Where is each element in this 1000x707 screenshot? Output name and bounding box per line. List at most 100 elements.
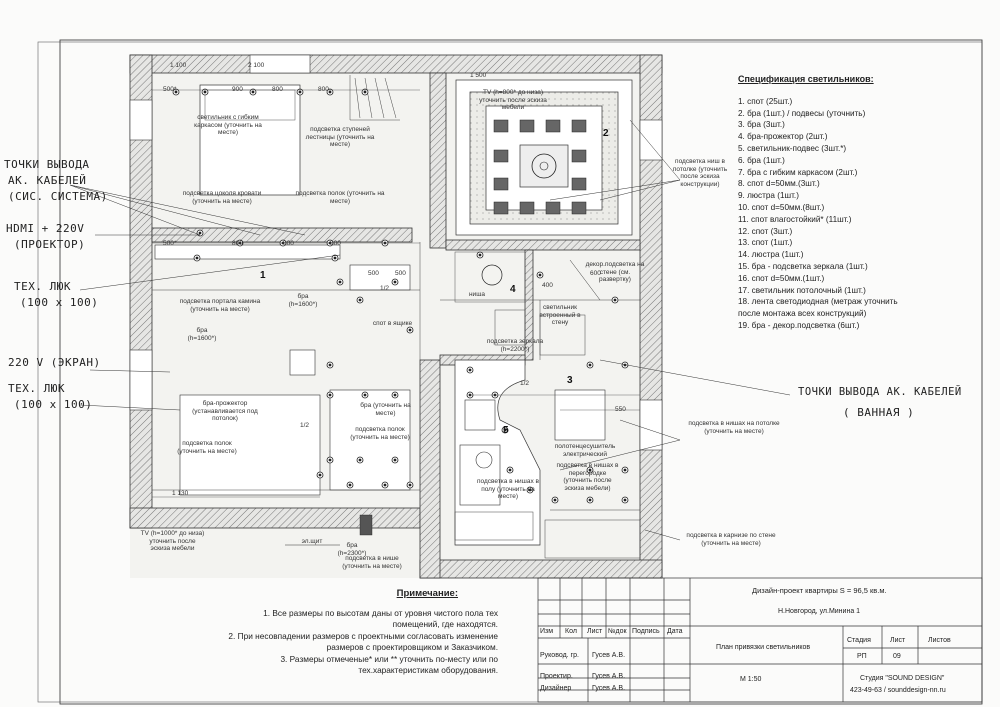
- dim-label: 800: [318, 86, 329, 93]
- spot-light-center: [508, 468, 512, 472]
- dim-label: 500: [395, 270, 406, 277]
- spot-light-center: [333, 256, 337, 260]
- tb-col: Дата: [667, 628, 683, 635]
- plan-label: ниша: [468, 291, 486, 298]
- spot-light-center: [358, 298, 362, 302]
- spot-light-center: [363, 90, 367, 94]
- handwritten-note: (СИС. СИСТЕМА): [8, 190, 108, 203]
- plan-label: бра (h=1600*): [187, 327, 217, 342]
- spot-light-center: [195, 256, 199, 260]
- note-item: 2. При несовпадении размеров с проектным…: [228, 630, 498, 653]
- spot-light-center: [588, 498, 592, 502]
- spot-light-center: [363, 393, 367, 397]
- handwritten-note: 220 V (ЭКРАН): [8, 356, 101, 369]
- spot-light-center: [348, 483, 352, 487]
- notes-title: Примечание:: [396, 588, 458, 599]
- dim-label: 800: [283, 240, 294, 247]
- plan-label: подсветка в нишах в полу (уточнить на ме…: [476, 478, 540, 500]
- handwritten-note: (100 x 100): [14, 398, 93, 411]
- spec-item: 4. бра-прожектор (2шт.): [738, 132, 828, 142]
- handwritten-note: ТЕХ. ЛЮК: [14, 280, 71, 293]
- room-number-1: 1: [260, 270, 266, 281]
- spot-light-center: [393, 393, 397, 397]
- dim-label: 550: [615, 406, 626, 413]
- tb-col: Лист: [587, 628, 603, 635]
- plan-label: подсветка цоколя кровати (уточнить на ме…: [182, 190, 262, 205]
- spec-item: 2. бра (1шт.) / подвесы (уточнить): [738, 108, 866, 118]
- tb-col: Изм: [540, 628, 554, 635]
- tb-role: Дизайнер: [540, 685, 572, 692]
- spec-item: 18. лента светодиодная (метраж уточнить …: [738, 297, 898, 319]
- dim-label: 400: [542, 282, 553, 289]
- spec-title: Спецификация светильников:: [738, 74, 874, 84]
- spot-light-center: [358, 458, 362, 462]
- dim-label: 1/2: [380, 285, 390, 292]
- spec-item: 1. спот (25шт.): [738, 96, 793, 106]
- spot-light-center: [393, 458, 397, 462]
- tb-person: Гусев А.В.: [592, 652, 626, 659]
- dim-label: 500*: [163, 240, 177, 247]
- plan-label: TV (h=800* до низа) уточнить после эскиз…: [479, 89, 547, 111]
- tb-role: Руковод. гр.: [540, 652, 579, 659]
- spec-item: 7. бра с гибким каркасом (2шт.): [738, 167, 858, 177]
- spec-item: 12. спот (3шт.): [738, 226, 793, 236]
- spot-light-center: [623, 498, 627, 502]
- tb-col: Подпись: [632, 628, 660, 635]
- spot-light-center: [588, 363, 592, 367]
- plan-label: подсветка полок (уточнить на месте): [177, 440, 237, 455]
- spec-item: 5. светильник-подвес (3шт.*): [738, 143, 847, 153]
- plan-label: подсветка в нишах в перегородке (уточнит…: [556, 462, 619, 492]
- handwritten-note: ТЕХ. ЛЮК: [8, 382, 65, 395]
- room-number-4: 4: [510, 284, 516, 295]
- spot-light-center: [393, 280, 397, 284]
- furniture: [154, 244, 411, 496]
- plan-label: подсветка полок (уточнить на месте): [350, 426, 410, 441]
- tb-role: Проектир.: [540, 673, 573, 680]
- windows: [129, 54, 663, 451]
- handwritten-note: (100 x 100): [20, 296, 99, 309]
- dimension-lines: [152, 89, 640, 498]
- spot-light-center: [383, 483, 387, 487]
- spec-item: 17. светильник потолочный (1шт.): [738, 285, 866, 295]
- spot-light-center: [613, 298, 617, 302]
- room-number-2: 2: [603, 128, 609, 139]
- dim-label: 1 100: [170, 62, 187, 69]
- dim-label: 500*: [163, 86, 177, 93]
- handwritten-note: АК. КАБЕЛЕЙ: [8, 174, 87, 187]
- tb-sheets-header: Листов: [928, 637, 951, 644]
- spot-light-center: [478, 253, 482, 257]
- tb-person: Гусев А.В.: [592, 673, 626, 680]
- plan-label: подсветка в нише (уточнить на месте): [342, 555, 402, 570]
- plan-label: бра (h=2300*): [337, 542, 367, 557]
- spec-item: 9. люстра (1шт.): [738, 191, 799, 201]
- tb-col: Кол: [565, 628, 577, 635]
- tb-person: Гусев А.В.: [592, 685, 626, 692]
- spot-light-center: [198, 231, 202, 235]
- tb-sheet-name: План привязки светильников: [716, 644, 811, 651]
- spec-item: 13. спот (1шт.): [738, 238, 793, 248]
- spec-item: 8. спот d=50мм.(3шт.): [738, 179, 820, 189]
- handwritten-note: HDMI + 220V: [6, 222, 85, 235]
- spot-light-center: [588, 468, 592, 472]
- spot-light-center: [338, 280, 342, 284]
- plan-label: светильник встроенный в стену: [539, 304, 581, 326]
- tb-address: Н.Новгород, ул.Минина 1: [778, 608, 861, 615]
- handwritten-note: ТОЧКИ ВЫВОДА: [4, 158, 90, 171]
- spot-light-center: [408, 328, 412, 332]
- dim-label: 500: [368, 270, 379, 277]
- room-number-5: 5: [503, 425, 509, 436]
- spec-list: 1. спот (25шт.) 2. бра (1шт.) / подвесы …: [738, 96, 978, 332]
- tb-scale: М 1:50: [740, 676, 762, 683]
- spot-light-center: [328, 90, 332, 94]
- spec-item: 16. спот d=50мм.(1шт.): [738, 273, 825, 283]
- handwritten-note: ( ВАННАЯ ): [843, 406, 915, 419]
- plan-label: подсветка портала камина (уточнить на ме…: [179, 298, 261, 313]
- spot-light-center: [251, 90, 255, 94]
- spec-item: 15. бра - подсветка зеркала (1шт.): [738, 261, 868, 271]
- handwritten-note: ТОЧКИ ВЫВОДА АК. КАБЕЛЕЙ: [798, 386, 962, 398]
- leader-lines: [69, 119, 791, 541]
- dim-label: 2 100: [248, 62, 265, 69]
- washing-unit: [554, 389, 606, 441]
